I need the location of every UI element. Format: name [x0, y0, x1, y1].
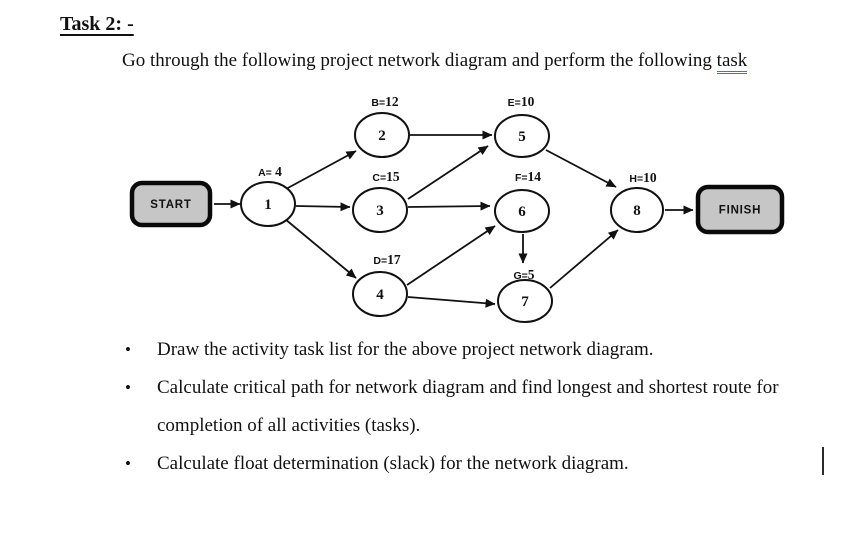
node-circle-5	[494, 114, 550, 158]
activity-label-A: A= 4	[258, 164, 282, 179]
node-circle-6	[494, 189, 550, 233]
node-number-4: 4	[376, 287, 384, 303]
node-number-3: 3	[376, 203, 384, 219]
finish-terminal	[695, 184, 785, 235]
node-circle-4	[352, 271, 408, 317]
edge-1-4	[284, 218, 357, 279]
edge-7-8	[549, 229, 619, 289]
node-number-2: 2	[378, 128, 386, 144]
bullet-item-2: • Calculate critical path for network di…	[125, 369, 855, 445]
bullet-dot: •	[125, 340, 131, 359]
activity-label-B: B=12	[371, 94, 398, 109]
activity-label-H: H=10	[629, 170, 656, 185]
node-circle-1	[240, 181, 296, 227]
edge-3-6	[407, 201, 491, 211]
activity-label-G: G=5	[513, 267, 534, 282]
start-label: START	[150, 199, 191, 211]
edge-4-6	[406, 225, 496, 286]
node-number-8: 8	[633, 203, 641, 219]
grammar-underlined-word: task	[716, 50, 748, 74]
activity-label-C: C=15	[372, 169, 399, 184]
edge-1-2	[285, 150, 357, 190]
page-title: Task 2: -	[60, 13, 134, 35]
activity-label-F: F=14	[515, 169, 541, 184]
bullet-item-3: • Calculate float determination (slack) …	[125, 445, 855, 483]
node-circle-3	[352, 187, 408, 233]
bullet-dot: •	[125, 378, 131, 397]
intro-paragraph: Go through the following project network…	[122, 50, 748, 74]
bullet-dot: •	[125, 454, 131, 473]
node-circle-7	[497, 279, 553, 323]
node-number-5: 5	[518, 129, 526, 145]
activity-label-D: D=17	[373, 252, 400, 267]
text-cursor	[822, 447, 824, 475]
finish-label: FINISH	[719, 205, 762, 217]
node-circle-2	[354, 112, 410, 158]
node-number-6: 6	[518, 204, 526, 220]
bullet-list: • Draw the activity task list for the ab…	[125, 331, 855, 483]
diagram-layer: START FINISH 1 A= 4 2 B=12 3 C=15 4 D=17 5 E=10 6 F=1…	[129, 94, 785, 323]
node-number-1: 1	[264, 197, 272, 213]
intro-text: Go through the following project network…	[122, 50, 717, 71]
edge-4-7	[407, 296, 496, 308]
bullet-text-3: Calculate float determination (slack) fo…	[157, 453, 629, 474]
bullet-text-2: Calculate critical path for network diag…	[157, 377, 779, 436]
node-circle-8	[610, 187, 664, 233]
start-terminal	[129, 180, 213, 228]
bullet-item-1: • Draw the activity task list for the ab…	[125, 331, 855, 369]
edge-5-8	[545, 149, 617, 188]
bullet-text-1: Draw the activity task list for the abov…	[157, 339, 654, 360]
edge-1-3	[295, 202, 351, 212]
activity-label-E: E=10	[508, 94, 535, 109]
node-number-7: 7	[521, 294, 529, 310]
edge-3-5	[407, 145, 489, 200]
